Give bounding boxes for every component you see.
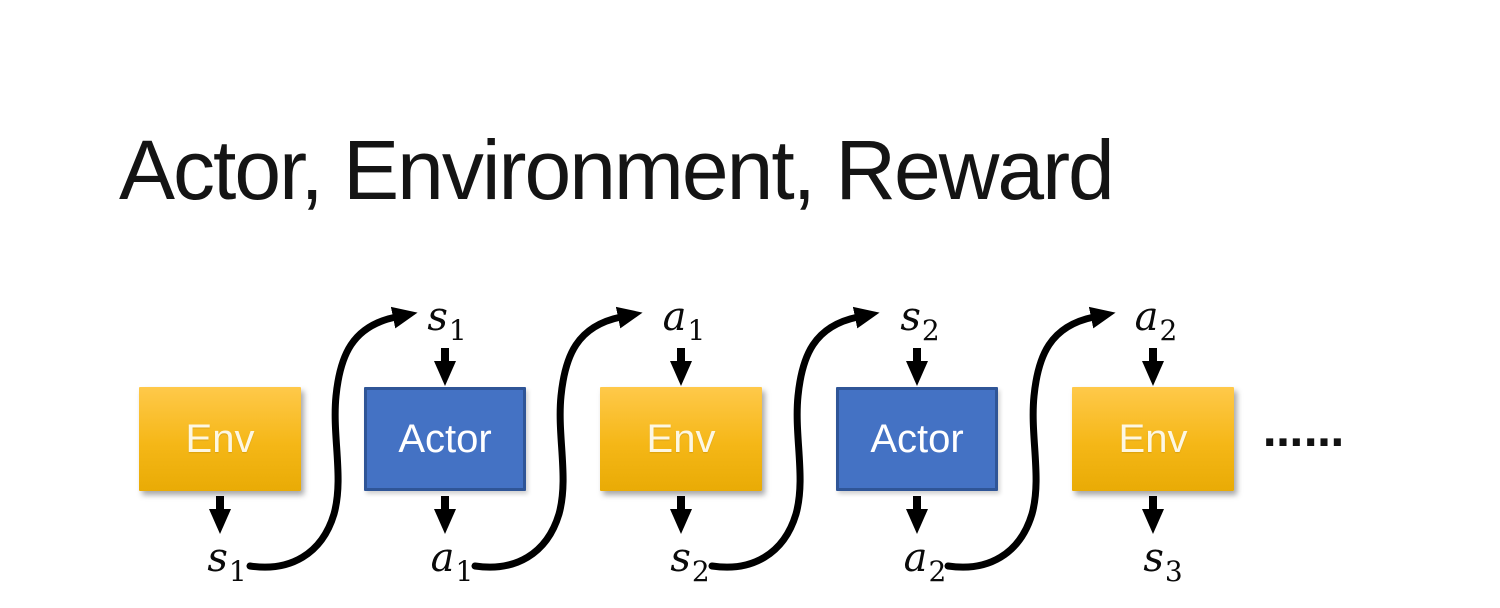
top-label-s2-sub: 2 [921,314,940,347]
curve-arrow-a2 [944,306,1116,571]
actor-box-2: Actor [836,387,998,491]
bottom-label-s2: s2 [670,538,709,586]
actor-box-2-label: Actor [870,416,964,461]
bottom-label-s2-sub: 2 [691,555,710,588]
bottom-label-a1-sub: 1 [455,555,474,588]
bottom-label-s2-base: s [670,535,691,581]
top-label-s2-base: s [900,294,921,340]
bottom-label-s1-sub: 1 [228,555,247,588]
bottom-label-s3: s3 [1143,538,1182,586]
bottom-label-a2-base: a [903,535,928,581]
top-label-a1-sub: 1 [687,314,706,347]
env-box-2-label: Env [646,416,716,461]
bottom-label-s1-base: s [207,535,228,581]
bottom-label-s3-sub: 3 [1164,555,1183,588]
top-label-a1-base: a [662,294,687,340]
top-label-s1: s1 [427,297,466,345]
bottom-label-s1: s1 [207,538,246,586]
top-label-a1: a1 [663,297,706,345]
env-box-1: Env [139,387,301,491]
bottom-label-a1: a1 [431,538,474,586]
curve-arrow-s1 [246,306,418,571]
top-label-a2-sub: 2 [1159,314,1178,347]
env-box-3-label: Env [1118,416,1188,461]
actor-box-1-label: Actor [398,416,492,461]
actor-box-1: Actor [364,387,526,491]
top-label-a2-base: a [1134,294,1159,340]
bottom-label-a1-base: a [430,535,455,581]
top-label-s1-sub: 1 [448,314,467,347]
curve-arrow-a1 [471,306,643,571]
bottom-label-a2-sub: 2 [928,555,947,588]
top-label-s2: s2 [900,297,939,345]
top-label-a2: a2 [1135,297,1178,345]
env-box-1-label: Env [185,416,255,461]
slide-title: Actor, Environment, Reward [119,123,1115,217]
bottom-label-a2: a2 [904,538,947,586]
env-box-3: Env [1072,387,1234,491]
bottom-label-s3-base: s [1143,535,1164,581]
top-label-s1-base: s [427,294,448,340]
env-box-2: Env [600,387,762,491]
curve-arrow-s2 [708,306,880,571]
continuation-ellipsis: …… [1263,410,1345,456]
